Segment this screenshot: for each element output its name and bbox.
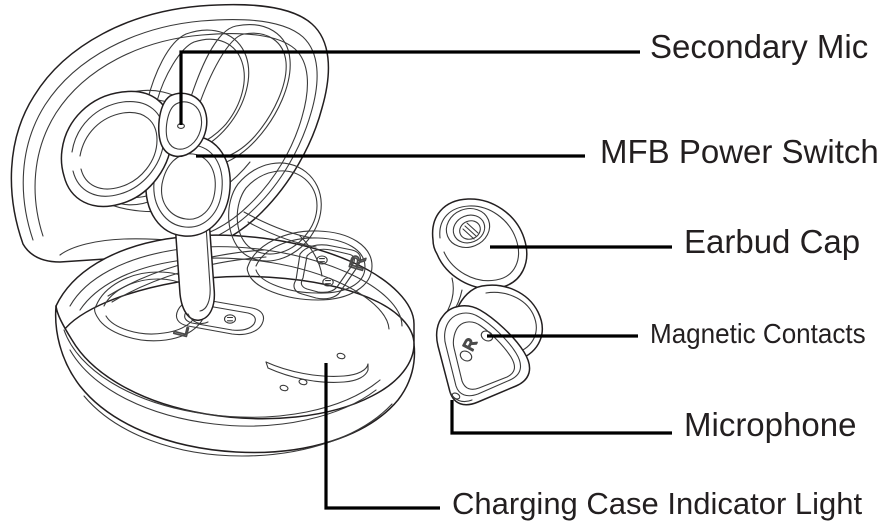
contact-pad-1 <box>480 330 494 342</box>
callout-label-magnetic-contacts: Magnetic Contacts <box>650 318 866 349</box>
charging-case-illustration: L R <box>10 3 416 457</box>
callout-label-earbud-cap: Earbud Cap <box>684 223 861 260</box>
earbud-stem <box>435 304 531 406</box>
leader-charging-case-indicator <box>324 363 440 510</box>
contact-pad-2 <box>459 350 473 362</box>
single-earbud-illustration: R <box>431 198 543 406</box>
earbud-in-case-left <box>60 90 231 325</box>
callout-label-mfb-power-switch: MFB Power Switch <box>600 133 879 170</box>
case-letter-L: L <box>170 323 194 339</box>
leader-secondary-mic <box>179 50 640 125</box>
case-hinge <box>243 211 317 248</box>
led-dot-1 <box>279 384 289 392</box>
led-dot-3 <box>336 352 346 360</box>
leader-lines <box>179 50 672 510</box>
case-letter-R: R <box>345 253 371 274</box>
case-indicator-leds <box>265 352 369 392</box>
callout-label-charging-case-indicator-light: Charging Case Indicator Light <box>452 486 863 521</box>
led-dot-2 <box>298 378 308 386</box>
earbud-in-case-right <box>228 162 323 277</box>
microphone-port <box>451 392 461 400</box>
leader-microphone <box>450 400 672 435</box>
callout-label-secondary-mic: Secondary Mic <box>650 28 869 65</box>
earbud-cap-part <box>431 198 528 290</box>
callout-label-microphone: Microphone <box>684 406 857 443</box>
